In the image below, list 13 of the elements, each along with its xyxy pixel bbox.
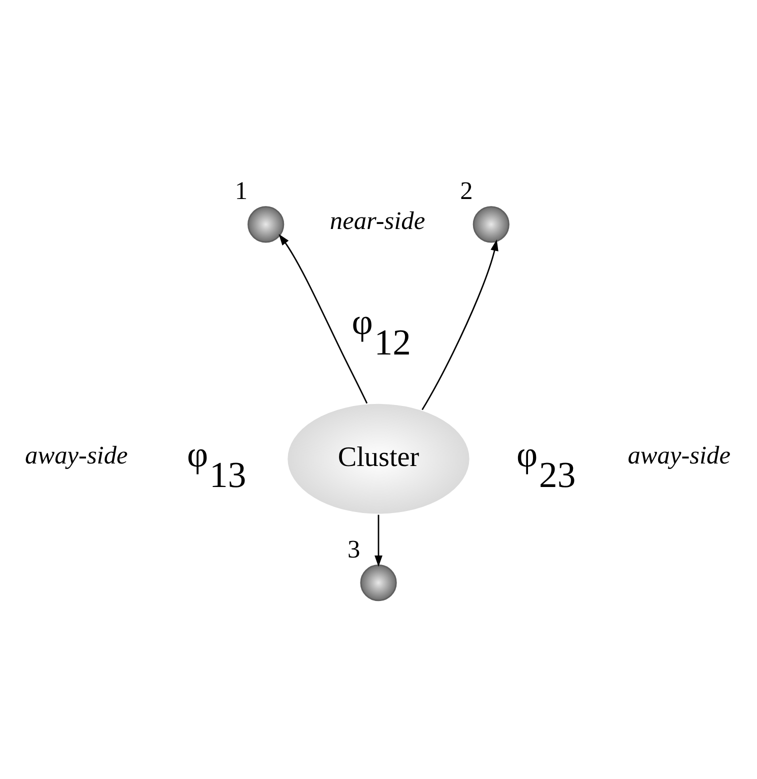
label: near-side (330, 207, 426, 236)
arrow (278, 234, 368, 404)
node-circle (360, 564, 397, 602)
node-circle (248, 206, 284, 243)
label: away-side (25, 442, 128, 470)
arrow (422, 240, 498, 410)
node-label: 1 (234, 176, 248, 205)
node-circle (472, 206, 510, 243)
arrow (374, 514, 382, 567)
node-ellipse: Cluster (286, 402, 471, 516)
node-label: 3 (348, 535, 360, 564)
node-label: 2 (460, 176, 473, 205)
label: away-side (628, 442, 730, 470)
